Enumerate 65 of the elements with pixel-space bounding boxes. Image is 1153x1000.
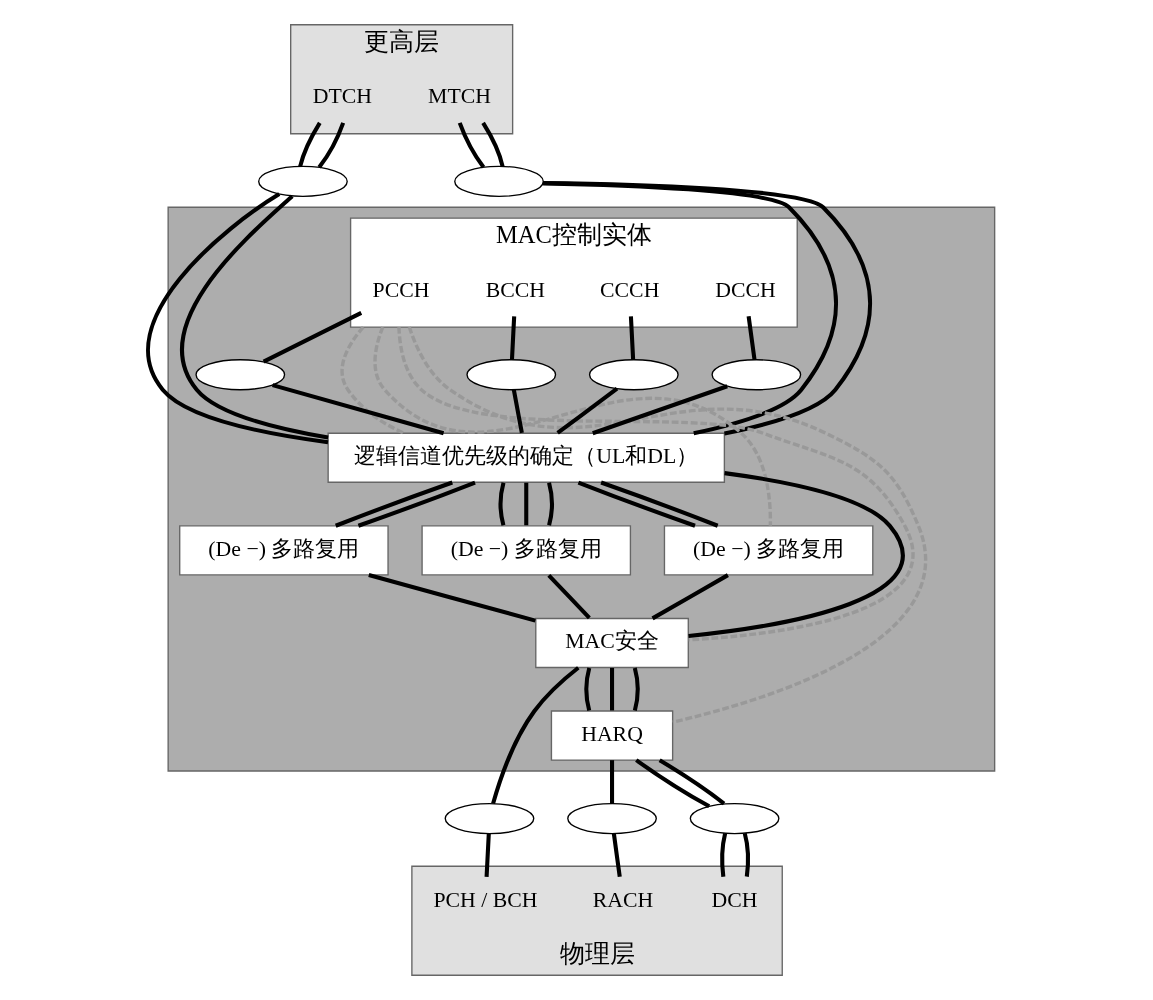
connector [577, 480, 696, 528]
connector [658, 758, 726, 806]
node-ellipse [689, 802, 780, 835]
connector [481, 121, 505, 167]
connector [720, 833, 728, 878]
connector [584, 667, 592, 711]
node-text: DCCH [715, 277, 776, 302]
node-box: (De −) 多路复用 [663, 525, 874, 576]
connector [592, 384, 728, 436]
node-ellipse [444, 802, 535, 835]
node-text: CCCH [600, 277, 660, 302]
connector [632, 667, 640, 711]
connector [335, 480, 453, 528]
node-ellipse [567, 802, 657, 835]
connector [407, 326, 927, 724]
connector [373, 326, 773, 526]
connector [610, 760, 615, 804]
connector [524, 482, 529, 526]
node-ellipse [588, 359, 679, 391]
node-box: 逻辑信道优先级的确定（UL和DL） [327, 432, 726, 483]
node-ellipse [195, 359, 286, 391]
node-text: RACH [592, 887, 654, 912]
connector [610, 667, 615, 711]
node-box: (De −) 多路复用 [421, 525, 632, 576]
node-text: PCH / BCH [433, 887, 538, 912]
connector [146, 192, 329, 445]
node-box: HARQ [550, 710, 674, 761]
node-text: DTCH [312, 84, 373, 109]
node-ellipse [454, 165, 544, 198]
connector [180, 194, 329, 440]
connector [397, 326, 914, 642]
connector [600, 480, 719, 528]
node-text: MTCH [428, 84, 491, 109]
connector [357, 480, 476, 528]
connector [651, 573, 729, 621]
node-text: PCCH [372, 277, 430, 302]
node-ellipse [466, 359, 557, 391]
connector [742, 832, 750, 877]
connector [457, 122, 486, 169]
connector [547, 482, 554, 526]
connector [547, 573, 591, 620]
connector [484, 833, 491, 877]
connector [317, 122, 346, 169]
connector [509, 316, 517, 360]
connector [262, 311, 363, 364]
connector [556, 387, 619, 435]
connector [688, 471, 905, 639]
connector [635, 758, 711, 809]
node-ellipse [258, 165, 348, 198]
connector [340, 326, 405, 435]
connector [491, 666, 580, 805]
node-box: (De −) 多路复用 [179, 525, 389, 576]
connector [368, 573, 536, 623]
connector [611, 833, 622, 878]
connector [498, 482, 506, 526]
node-ellipse [711, 359, 802, 391]
node-box: MAC安全 [535, 617, 689, 669]
connector [511, 389, 524, 434]
connector [746, 316, 757, 360]
connector [628, 316, 636, 360]
connector [298, 121, 322, 167]
connector [272, 383, 445, 436]
node-text: DCH [711, 887, 758, 912]
cluster [167, 206, 996, 772]
node-text: BCCH [485, 277, 545, 302]
